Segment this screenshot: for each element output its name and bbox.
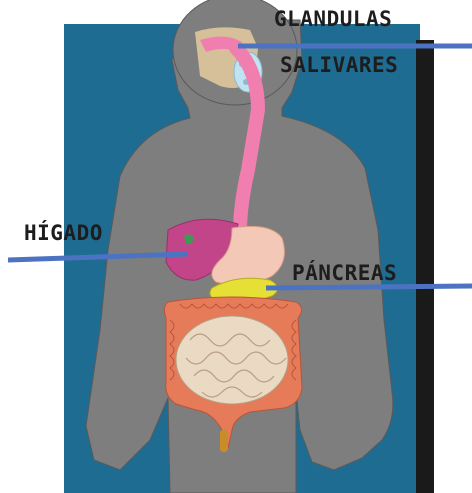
pancreas-label: PÁNCREAS <box>292 260 397 285</box>
pancreas-leader-line <box>266 286 472 288</box>
liver-label: HÍGADO <box>24 220 103 245</box>
side-bar <box>416 40 434 493</box>
rectum <box>220 430 228 452</box>
salivary-glands-label-line2: SALIVARES <box>280 53 398 77</box>
small-intestine <box>176 316 288 404</box>
salivary-glands-label-line1: GLANDULAS <box>274 7 392 31</box>
